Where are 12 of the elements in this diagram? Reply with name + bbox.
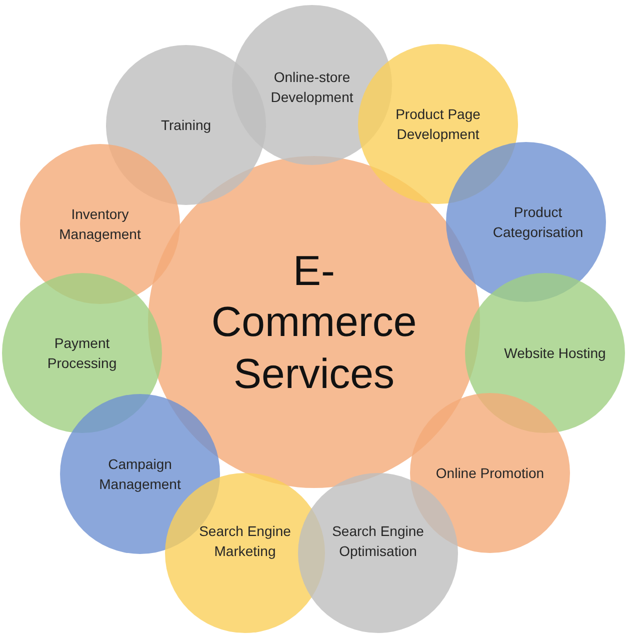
service-label: Product Categorisation — [492, 202, 584, 242]
service-label: Training — [160, 116, 212, 135]
service-label: Inventory Management — [58, 204, 142, 244]
service-label: Online Promotion — [434, 464, 546, 483]
service-label: Campaign Management — [98, 454, 182, 494]
service-label: Search Engine Optimisation — [331, 522, 425, 561]
service-label: Online-store Development — [270, 68, 354, 107]
center-title: E- Commerce Services — [210, 246, 418, 399]
service-label: Search Engine Marketing — [198, 522, 292, 561]
service-label: Product Page Development — [394, 104, 482, 144]
service-label: Payment Processing — [46, 334, 118, 373]
service-label: Website Hosting — [503, 344, 607, 363]
